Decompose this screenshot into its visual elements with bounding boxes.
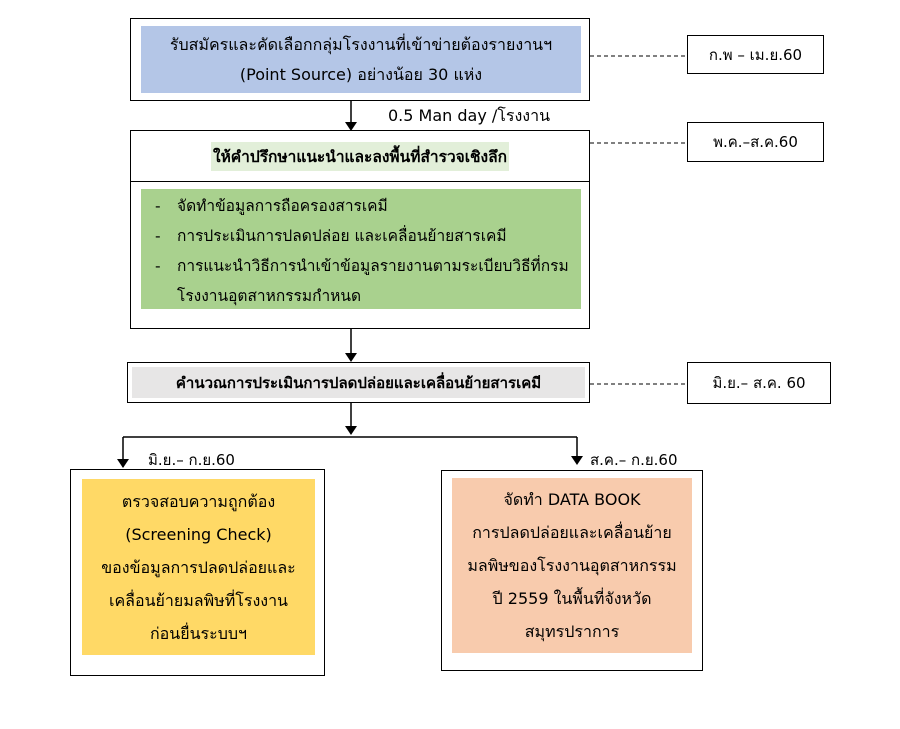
branch-left-line: เคลื่อนย้ายมลพิษที่โรงงาน	[109, 590, 288, 610]
branch-left-line: ตรวจสอบความถูกต้อง	[121, 491, 276, 511]
branch-right-line: มลพิษของโรงงานอุตสาหกรรม	[467, 556, 677, 575]
branch-left-box: ตรวจสอบความถูกต้อง (Screening Check) ของ…	[70, 469, 325, 676]
step3-box: คำนวณการประเมินการปลดปล่อยและเคลื่อนย้าย…	[127, 362, 590, 403]
branch-right-box: จัดทำ DATA BOOK การปลดปล่อยและเคลื่อนย้า…	[441, 470, 703, 671]
step3-title: คำนวณการประเมินการปลดปล่อยและเคลื่อนย้าย…	[132, 367, 585, 398]
branch-right-line: สมุทรปราการ	[524, 622, 620, 641]
step2-header: ให้คำปรึกษาแนะนำและลงพื้นที่สำรวจเชิงลึก	[131, 131, 589, 182]
branch-left-fill: ตรวจสอบความถูกต้อง (Screening Check) ของ…	[82, 479, 315, 655]
branch-left-line: ก่อนยื่นระบบฯ	[149, 623, 248, 643]
step2-title: ให้คำปรึกษาแนะนำและลงพื้นที่สำรวจเชิงลึก	[211, 141, 509, 171]
branch-left-line: ของข้อมูลการปลดปล่อยและ	[101, 557, 296, 577]
effort-label: 0.5 Man day /โรงงาน	[388, 106, 551, 125]
step2-list: -จัดทำข้อมูลการถือครองสารเคมี -การประเมิ…	[155, 191, 581, 311]
arrowhead-3	[345, 426, 357, 435]
step1-line1: รับสมัครและคัดเลือกกลุ่มโรงงานที่เข้าข่า…	[169, 34, 553, 54]
arrowhead-1	[345, 122, 357, 131]
list-item: โรงงานอุตสาหกรรมกำหนด	[177, 287, 362, 305]
arrowhead-left	[117, 459, 129, 468]
step1-fill: รับสมัครและคัดเลือกกลุ่มโรงงานที่เข้าข่า…	[141, 26, 581, 93]
branch-right-fill: จัดทำ DATA BOOK การปลดปล่อยและเคลื่อนย้า…	[452, 478, 692, 653]
branch-right-date: ส.ค.– ก.ย.60	[590, 451, 678, 469]
step2-list-fill: -จัดทำข้อมูลการถือครองสารเคมี -การประเมิ…	[141, 189, 581, 309]
step1-box: รับสมัครและคัดเลือกกลุ่มโรงงานที่เข้าข่า…	[130, 18, 590, 101]
branch-right-line: จัดทำ DATA BOOK	[503, 490, 641, 509]
branch-right-line: ปี 2559 ในพื้นที่จังหวัด	[492, 589, 652, 608]
list-item: -การประเมินการปลดปล่อย และเคลื่อนย้ายสาร…	[155, 227, 507, 245]
branch-left-date: มิ.ย.– ก.ย.60	[148, 451, 235, 469]
step2-box: ให้คำปรึกษาแนะนำและลงพื้นที่สำรวจเชิงลึก…	[130, 130, 590, 329]
step2-date: พ.ค.–ส.ค.60	[687, 122, 824, 162]
branch-left-line: (Screening Check)	[125, 524, 272, 544]
branch-right-line: การปลดปล่อยและเคลื่อนย้าย	[472, 523, 672, 542]
list-item: -การแนะนำวิธีการนำเข้าข้อมูลรายงานตามระเ…	[155, 257, 569, 275]
step1-date: ก.พ – เม.ย.60	[687, 35, 824, 74]
step1-line2: (Point Source) อย่างน้อย 30 แห่ง	[239, 64, 483, 84]
list-item: -จัดทำข้อมูลการถือครองสารเคมี	[155, 197, 388, 215]
step3-date: มิ.ย.– ส.ค. 60	[687, 362, 831, 404]
arrowhead-2	[345, 353, 357, 362]
arrowhead-right	[571, 456, 583, 465]
